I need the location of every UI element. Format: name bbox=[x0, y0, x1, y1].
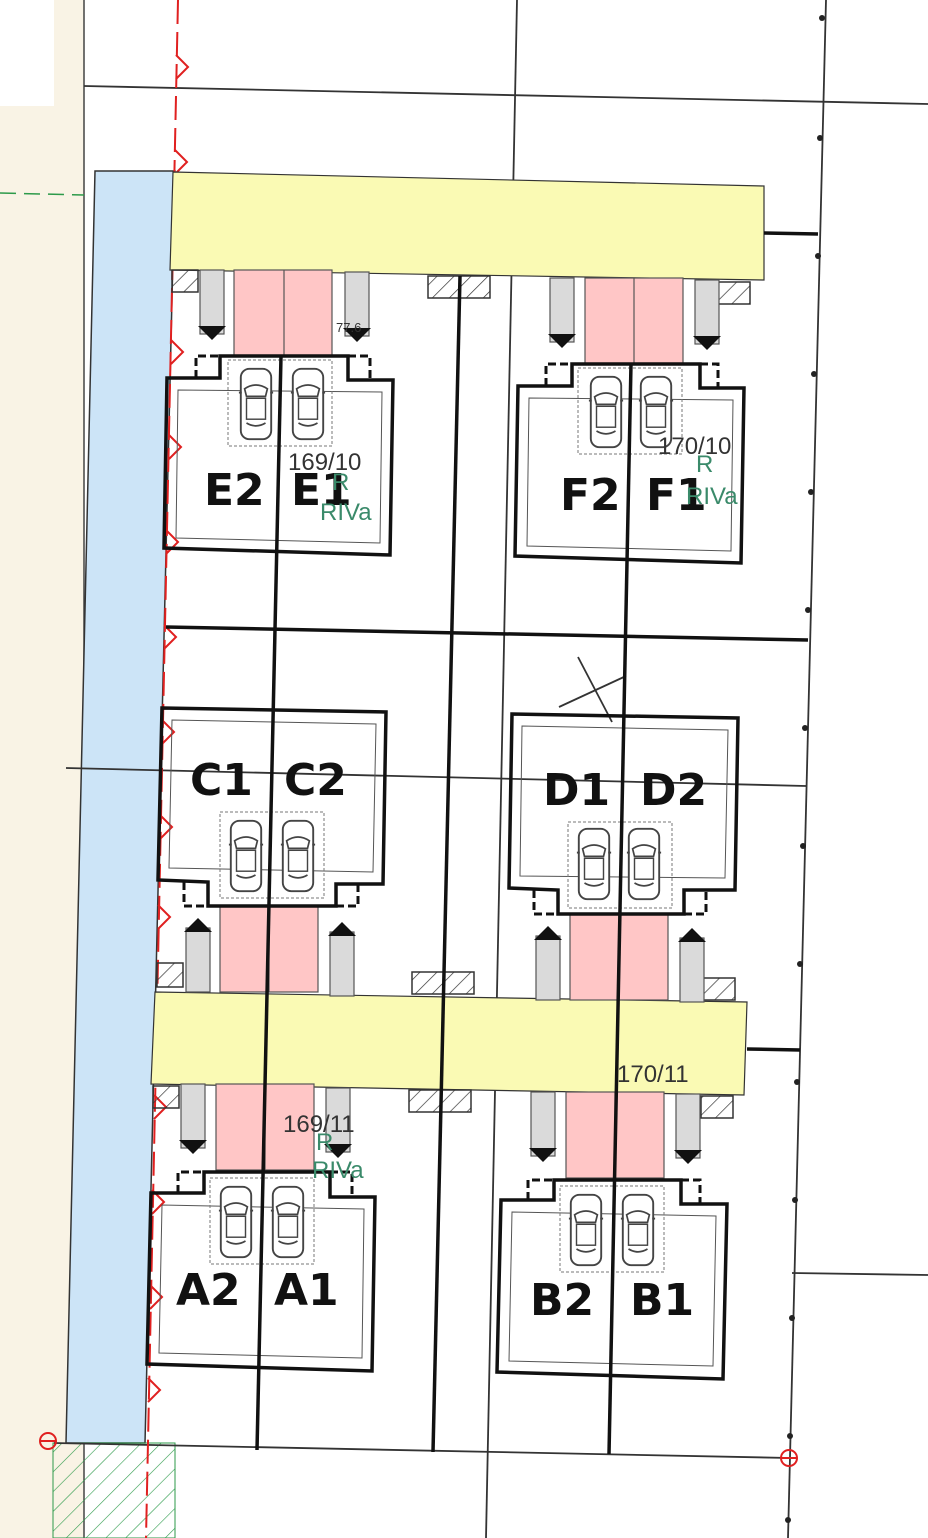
parcel-code-r-170-10: R bbox=[696, 451, 713, 478]
car-icon bbox=[217, 1185, 255, 1259]
parcel-code-riva-169-11: RIVa bbox=[312, 1157, 364, 1184]
car-icon bbox=[619, 1193, 657, 1267]
unit-label-c1: C1 bbox=[190, 755, 253, 806]
parcel-code-r-169-10: R bbox=[332, 469, 349, 496]
unit-label-a1: A1 bbox=[274, 1265, 339, 1316]
car-icon bbox=[289, 367, 327, 441]
parcel-code-riva-170-10: RIVa bbox=[686, 483, 738, 510]
unit-label-b1: B1 bbox=[630, 1275, 694, 1326]
dashed-green-line bbox=[0, 192, 85, 196]
driveway-arrows bbox=[179, 326, 721, 1164]
parcel-number-170-10: 170/10 bbox=[658, 433, 731, 460]
property-lines bbox=[165, 231, 819, 1455]
car-icon bbox=[269, 1185, 307, 1259]
unit-label-a2: A2 bbox=[176, 1265, 241, 1316]
unit-label-d2: D2 bbox=[640, 765, 707, 816]
building-b bbox=[495, 1178, 729, 1381]
building-f bbox=[513, 362, 746, 565]
dashed-parking-notches bbox=[176, 354, 720, 1204]
car-icon bbox=[567, 1193, 605, 1267]
green-hatched-area bbox=[52, 1442, 176, 1538]
driveways bbox=[180, 269, 720, 1159]
parcel-code-r-169-11: R bbox=[316, 1129, 333, 1156]
boundary-points bbox=[785, 15, 825, 1523]
unit-label-f1: F1 bbox=[646, 470, 707, 521]
parcel-number-169-11: 169/11 bbox=[283, 1111, 355, 1138]
car-icon bbox=[237, 367, 275, 441]
survey-markers bbox=[39, 1432, 798, 1467]
unit-label-c2: C2 bbox=[284, 755, 347, 806]
car-icon bbox=[625, 827, 663, 901]
car-icon bbox=[279, 819, 317, 893]
access-lane-top bbox=[169, 171, 765, 281]
car-icon bbox=[587, 375, 625, 449]
unit-label-d1: D1 bbox=[543, 765, 610, 816]
sidewalk-white-patch bbox=[0, 0, 54, 106]
parcel-number-170-11: 170/11 bbox=[617, 1061, 689, 1088]
hatched-blocks bbox=[152, 269, 751, 1119]
building-a bbox=[145, 1170, 377, 1373]
unit-label-e1: E1 bbox=[291, 465, 352, 516]
car-icon bbox=[575, 827, 613, 901]
parcel-number-169-10: 169/10 bbox=[288, 449, 361, 476]
parcel-code-riva-169-10: RIVa bbox=[320, 499, 372, 526]
unit-label-e2: E2 bbox=[204, 465, 265, 516]
elevation-note: 77.6 bbox=[336, 320, 361, 335]
unit-label-f2: F2 bbox=[560, 470, 621, 521]
unit-label-b2: B2 bbox=[530, 1275, 594, 1326]
car-icon bbox=[227, 819, 265, 893]
building-e bbox=[162, 354, 395, 557]
